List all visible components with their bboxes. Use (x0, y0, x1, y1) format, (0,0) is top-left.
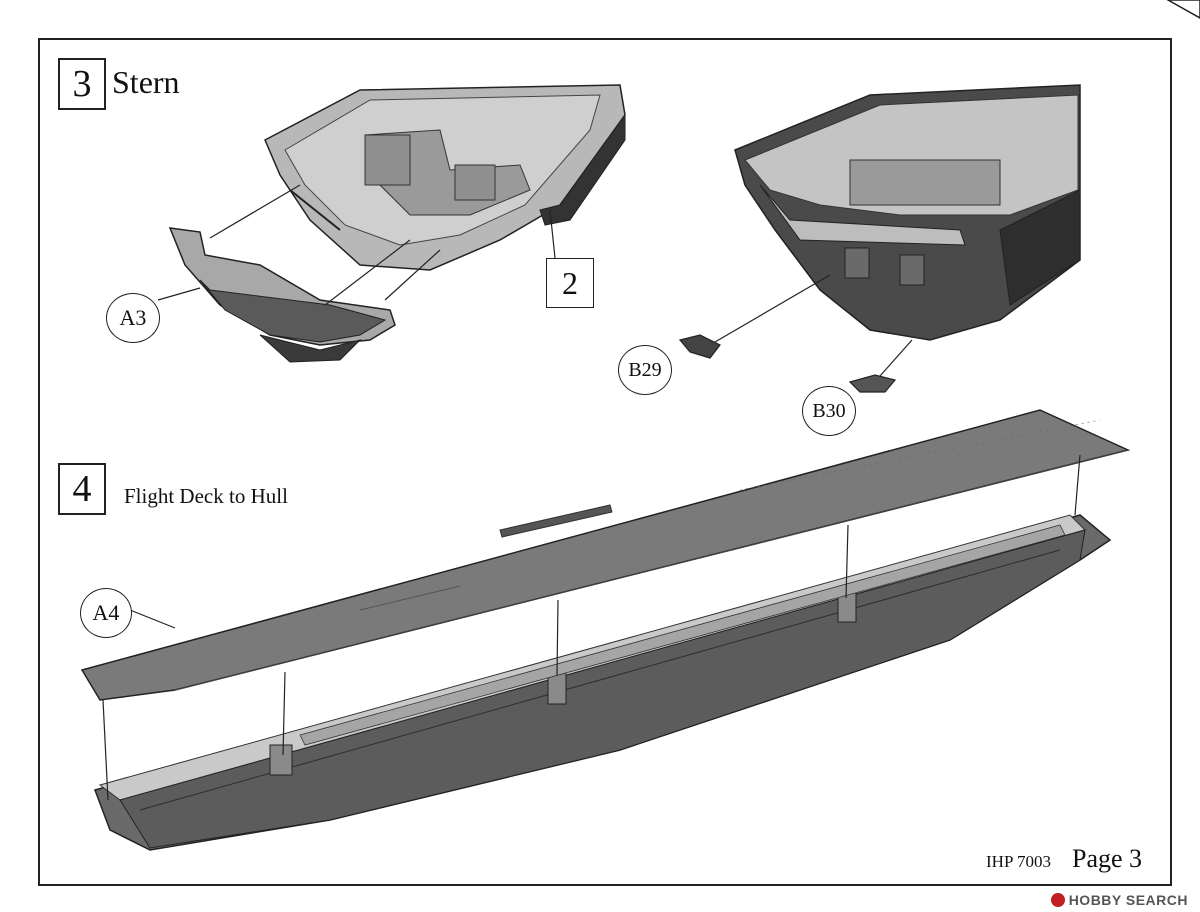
corner-mark (1166, 0, 1200, 19)
reference-box-2: 2 (546, 258, 594, 308)
stern-hull-right (734, 84, 1081, 341)
flight-deck-a4 (80, 409, 1131, 701)
watermark: HOBBY SEARCH (1050, 892, 1188, 908)
page-number: Page 3 (1072, 844, 1143, 873)
callout-a3: A3 (106, 293, 160, 343)
product-code: IHP 7003 (986, 852, 1052, 871)
step-number-3: 3 (58, 58, 106, 110)
stern-hull-left (264, 84, 626, 271)
step-title-stern: Stern (112, 64, 180, 100)
callout-b29: B29 (618, 345, 672, 395)
part-b29 (678, 334, 721, 359)
part-b30 (848, 374, 897, 393)
hull (94, 514, 1112, 851)
watermark-logo-icon (1050, 893, 1065, 907)
step-number-4: 4 (58, 463, 106, 515)
part-a3-transom (168, 227, 396, 363)
step-title-flight-deck-to-hull: Flight Deck to Hull (124, 484, 288, 508)
page-frame (38, 38, 1172, 886)
watermark-text: HOBBY SEARCH (1068, 892, 1188, 908)
callout-b30: B30 (802, 386, 856, 436)
callout-a4: A4 (80, 588, 132, 638)
